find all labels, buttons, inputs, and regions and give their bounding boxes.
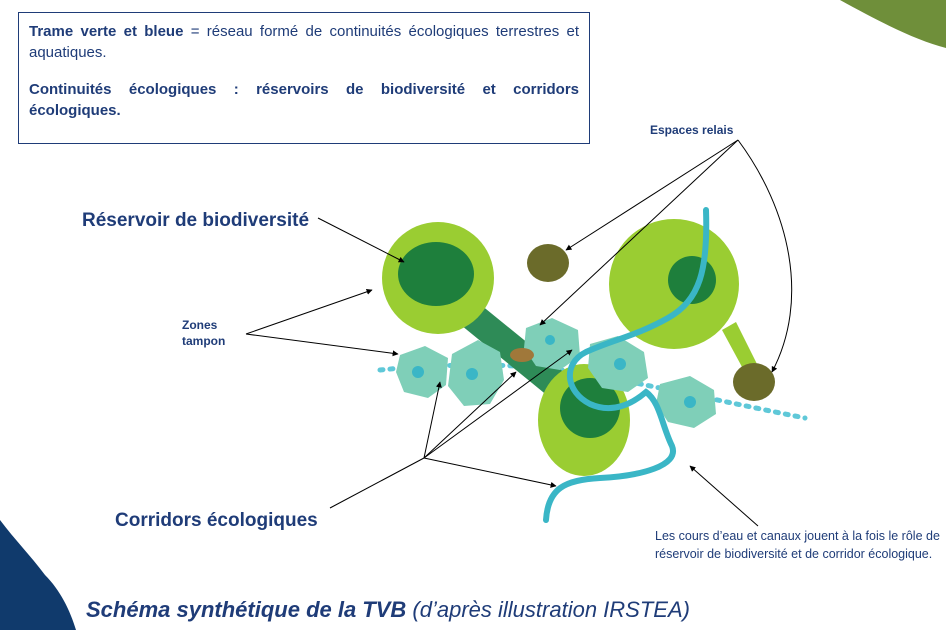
definition-continuites: Continuités écologiques : réservoirs de …	[29, 79, 579, 121]
water-spots	[412, 335, 696, 408]
definition-box: Trame verte et bleue = réseau formé de c…	[18, 12, 590, 144]
corner-decoration	[0, 520, 76, 630]
leaf-decoration	[840, 0, 946, 48]
label-corridors: Corridors écologiques	[115, 510, 318, 531]
label-cours-eau: Les cours d’eau et canaux jouent à la fo…	[655, 529, 940, 561]
corridor-spot	[510, 348, 534, 362]
annotation-leaders	[329, 457, 425, 509]
relay-space-2	[733, 363, 775, 401]
definition-continuites-text: Continuités écologiques : réservoirs de …	[29, 81, 579, 119]
river	[543, 207, 710, 523]
caption-source: (d’après illustration IRSTEA)	[406, 597, 690, 622]
caption: Schéma synthétique de la TVB (d’après il…	[86, 597, 690, 623]
label-zones-line1: Zones	[182, 318, 218, 332]
label-reservoir: Réservoir de biodiversité	[82, 210, 310, 231]
definition-trame: Trame verte et bleue = réseau formé de c…	[29, 21, 579, 63]
reservoir-left-core	[398, 242, 474, 306]
caption-title: Schéma synthétique de la TVB	[86, 597, 407, 622]
label-espaces-relais: Espaces relais	[650, 123, 734, 137]
label-zones-tampon: Zones tampon	[182, 317, 225, 349]
term-trame: Trame verte et bleue	[29, 23, 184, 40]
definition-trame-text: = réseau formé de continuités écologique…	[29, 23, 580, 61]
relay-space-1	[527, 244, 569, 282]
annotation-arrows	[245, 139, 793, 527]
label-zones-line2: tampon	[182, 334, 226, 348]
